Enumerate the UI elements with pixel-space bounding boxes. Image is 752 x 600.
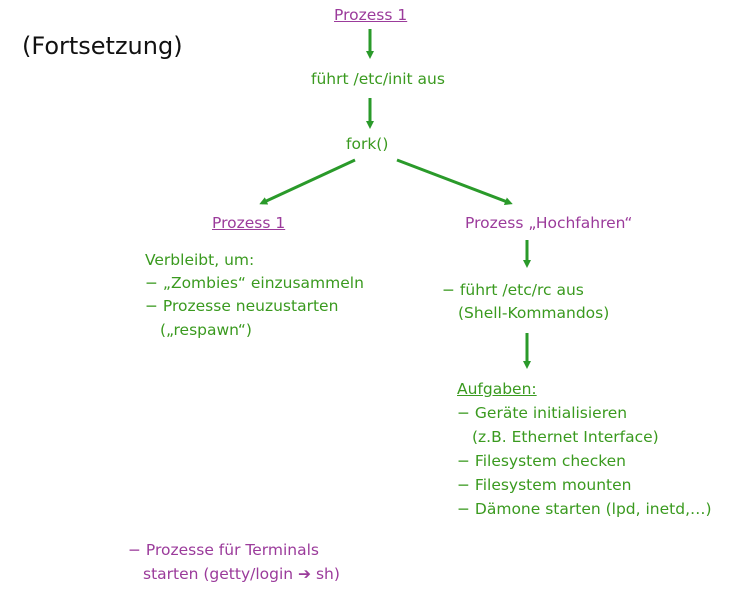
arrow-fork-left <box>259 158 356 205</box>
bottom-line-1: − Prozesse für Terminals <box>128 541 319 559</box>
task-item: − Filesystem checken <box>457 452 627 470</box>
tasks-heading: Aufgaben: <box>457 380 537 398</box>
task-item: − Dämone starten (lpd, inetd,…) <box>457 500 712 518</box>
process-1-left: Prozess 1 <box>212 214 286 232</box>
task-item: − Geräte initialisieren <box>457 404 628 422</box>
process-1-top: Prozess 1 <box>334 6 408 24</box>
left-item: („respawn“) <box>160 321 252 339</box>
task-item: (z.B. Ethernet Interface) <box>472 428 659 446</box>
right-step-detail: (Shell-Kommandos) <box>458 304 610 322</box>
step-fork: fork() <box>346 135 389 153</box>
left-item: − „Zombies“ einzusammeln <box>145 274 364 292</box>
right-step: − führt /etc/rc aus <box>442 281 584 299</box>
slide-title: (Fortsetzung) <box>22 32 183 60</box>
bottom-line-2: starten (getty/login ➔ sh) <box>143 565 340 583</box>
left-intro: Verbleibt, um: <box>145 251 255 269</box>
task-item: − Filesystem mounten <box>457 476 632 494</box>
left-item: − Prozesse neuzustarten <box>145 297 339 315</box>
arrow-fork-right <box>396 158 513 205</box>
step-init: führt /etc/init aus <box>311 70 445 88</box>
process-hochfahren: Prozess „Hochfahren“ <box>465 214 633 232</box>
